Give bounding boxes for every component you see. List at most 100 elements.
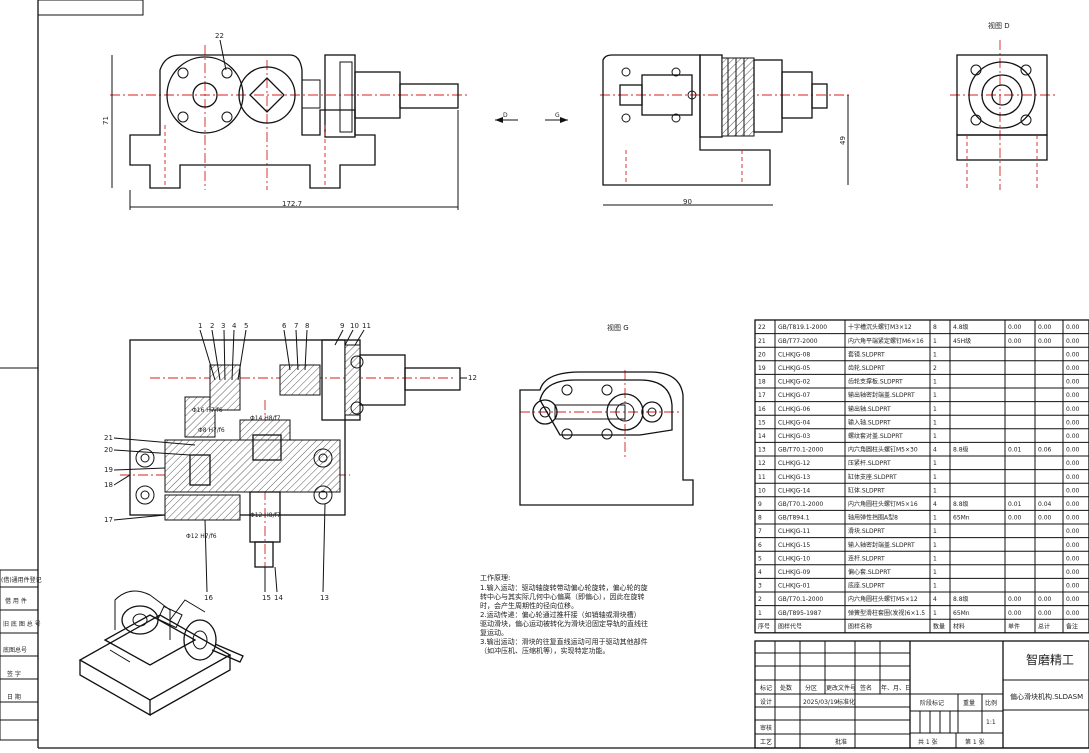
- left-strip: (借)通用件登记 借 用 件 旧 底 图 总 号 底图总号 签 字 日 期: [0, 569, 42, 741]
- bom-cell-qty: 1: [933, 487, 937, 494]
- bom-cell-qty: 1: [933, 610, 937, 617]
- bom-cell-qty: 8: [933, 324, 937, 331]
- balloon-8: 8: [305, 322, 309, 330]
- bom-cell-name: 套镜.SLDPRT: [848, 350, 885, 358]
- bom-cell-w2: 0.00: [1038, 324, 1052, 331]
- bom-cell-w3: 0.00: [1066, 460, 1080, 467]
- bom-cell-no: 18: [758, 379, 766, 386]
- balloon-13: 13: [320, 594, 329, 602]
- weight-label: 重量: [963, 699, 975, 707]
- bom-cell-name: 螺纹套对盖.SLDPRT: [848, 432, 903, 440]
- fit-1: Φ16 H7/f6: [192, 407, 223, 414]
- bom-cell-no: 14: [758, 433, 766, 440]
- bom-cell-w1: 0.01: [1008, 501, 1022, 508]
- bom-cell-name: 内六角圆柱头螺钉M5×12: [848, 595, 918, 603]
- bom-cell-w2: 0.06: [1038, 447, 1052, 454]
- bom-cell-w3: 0.00: [1066, 379, 1080, 386]
- bom-cell-w3: 0.00: [1066, 433, 1080, 440]
- bom-cell-code: CLHKJG-03: [778, 433, 810, 440]
- notes-line-5: 驱动滑块，偏心运动被转化为滑块沿固定导轨的直线往: [480, 619, 648, 628]
- bom-cell-name: 偏心套.SLDPRT: [848, 568, 891, 576]
- drawing-name: 偏心滑块机构.SLDASM: [1010, 692, 1083, 701]
- sheet-number: 第 1 张: [965, 738, 985, 746]
- bom-cell-code: GB/T894.1: [778, 515, 810, 522]
- design-date: 2025/03/19: [803, 699, 838, 706]
- title-block: 智磨精工 偏心滑块机构.SLDASM 标记 处数 分区 更改文件号 签名 年、月…: [754, 640, 1089, 749]
- bom-cell-w1: 0.00: [1008, 338, 1022, 345]
- bom-cell-mat: 45H级: [953, 337, 971, 345]
- balloon-15: 15: [262, 594, 271, 602]
- balloon-1: 1: [198, 322, 202, 330]
- bom-cell-name: 输入轴密封端盖.SLDPRT: [848, 541, 915, 549]
- bom-header-w3: 备注: [1066, 622, 1078, 630]
- process-label: 工艺: [760, 738, 772, 746]
- bom-header-no: 序号: [758, 622, 770, 630]
- bom-cell-code: CLHKJG-04: [778, 419, 810, 426]
- balloon-2: 2: [210, 322, 214, 330]
- notes-heading: 工作原理:: [480, 573, 510, 582]
- bom-cell-w2: 0.04: [1038, 501, 1052, 508]
- fit-4: Φ8 H7/f6: [198, 427, 225, 434]
- strip-item-1: (借)通用件登记: [1, 576, 42, 584]
- bom-cell-code: CLHKJG-06: [778, 406, 810, 413]
- notes-line-7: 3.输出运动：滑块的往复直线运动可用于驱动其他部件: [480, 637, 648, 646]
- balloon-7: 7: [294, 322, 298, 330]
- balloon-12: 12: [468, 374, 477, 382]
- bom-cell-qty: 1: [933, 351, 937, 358]
- bom-cell-w1: 0.01: [1008, 447, 1022, 454]
- bom-cell-qty: 1: [933, 555, 937, 562]
- bom-cell-name: 十字槽沉头螺钉M3×12: [848, 323, 912, 331]
- bom-cell-qty: 1: [933, 542, 937, 549]
- bom-cell-w3: 0.00: [1066, 610, 1080, 617]
- bom-cell-qty: 4: [933, 501, 937, 508]
- bom-cell-name: 滑块.SLDPRT: [848, 527, 885, 535]
- bom-cell-w3: 0.00: [1066, 365, 1080, 372]
- bom-cell-no: 8: [758, 515, 762, 522]
- bom-header-w1: 单件: [1008, 622, 1020, 630]
- bom-cell-w3: 0.00: [1066, 447, 1080, 454]
- bom-cell-qty: 1: [933, 433, 937, 440]
- bom-cell-qty: 1: [933, 338, 937, 345]
- balloon-17: 17: [104, 516, 113, 524]
- bom-cell-qty: 1: [933, 419, 937, 426]
- rev-col-6: 年、月、日: [881, 684, 911, 692]
- bom-cell-code: GB/T70.1-2000: [778, 501, 823, 508]
- bom-cell-no: 4: [758, 569, 762, 576]
- balloon-3: 3: [221, 322, 225, 330]
- bom-cell-w3: 0.00: [1066, 474, 1080, 481]
- balloon-5: 5: [244, 322, 248, 330]
- bom-header-qty: 数量: [933, 622, 945, 630]
- bom-cell-w2: 0.00: [1038, 515, 1052, 522]
- isometric-view: [78, 590, 244, 717]
- rev-col-1: 标记: [760, 684, 772, 692]
- bom-cell-name: 连杆.SLDPRT: [848, 554, 885, 562]
- front-callout: 22: [215, 32, 224, 40]
- approve-label: 批准: [835, 738, 847, 746]
- arrow-d-label: D: [503, 112, 508, 119]
- balloon-21: 21: [104, 434, 113, 442]
- arrow-g-label: G: [555, 112, 560, 119]
- bom-cell-name: 缸体支座.SLDPRT: [848, 473, 897, 481]
- bom-cell-qty: 1: [933, 460, 937, 467]
- bom-cell-qty: 1: [933, 528, 937, 535]
- bom-cell-no: 16: [758, 406, 766, 413]
- balloon-20: 20: [104, 446, 113, 454]
- bom-header-mat: 材料: [953, 622, 965, 630]
- sheet-total: 共 1 张: [918, 738, 938, 746]
- notes-line-8: （如冲压机、压缩机等），实现特定功能。: [480, 646, 610, 655]
- front-view: 172.7 71 22: [102, 32, 470, 210]
- bom-cell-name: 齿轮.SLDPRT: [848, 364, 885, 372]
- bom-cell-qty: 1: [933, 392, 937, 399]
- fit-5: Φ12 H7/f6: [186, 533, 217, 540]
- bom-cell-no: 3: [758, 583, 762, 590]
- dim-side-width: 90: [683, 198, 692, 206]
- bom-cell-code: GB/T895-1987: [778, 610, 822, 617]
- strip-item-6: 日 期: [7, 693, 21, 701]
- bom-cell-qty: 4: [933, 447, 937, 454]
- bom-cell-w3: 0.00: [1066, 406, 1080, 413]
- bom-cell-code: CLHKJG-07: [778, 392, 810, 399]
- bom-cell-mat: 8.8级: [953, 595, 969, 603]
- bom-cell-no: 12: [758, 460, 766, 467]
- bom-cell-code: CLHKJG-13: [778, 474, 810, 481]
